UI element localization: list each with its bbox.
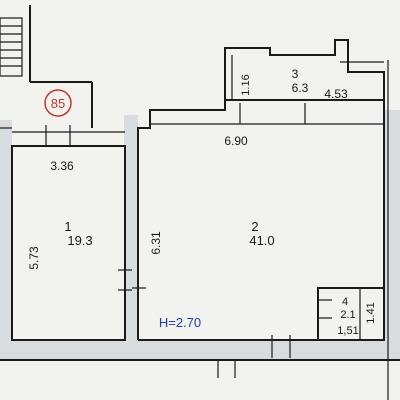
room-2-width-dimension: 6.90 xyxy=(224,134,248,148)
room-4-number: 4 xyxy=(342,296,348,308)
room-3-depth-dimension: 1.16 xyxy=(240,74,252,95)
staircase xyxy=(0,5,93,128)
room-4-width-dimension: 1,51 xyxy=(337,325,358,337)
room-1-number: 1 xyxy=(64,219,71,234)
room-2-depth-dimension: 6.31 xyxy=(149,231,163,255)
room-4 xyxy=(317,287,385,341)
room-1-width-dimension: 3.36 xyxy=(50,159,74,173)
room-2-area: 41.0 xyxy=(249,233,274,248)
room-1-depth-dimension: 5.73 xyxy=(27,246,41,270)
room-4-area: 2.1 xyxy=(340,309,355,321)
building-marker: 85 xyxy=(44,89,72,117)
outer-wall xyxy=(0,60,400,400)
room-3 xyxy=(224,39,385,100)
ceiling-height-label: H=2.70 xyxy=(159,315,201,330)
room-3-width-dimension: 4.53 xyxy=(324,87,348,101)
building-marker-label: 85 xyxy=(51,96,65,111)
room-2-number: 2 xyxy=(251,219,258,234)
room-1-area: 19.3 xyxy=(67,233,92,248)
room-3-number: 3 xyxy=(292,67,299,81)
room-4-depth-dimension: 1.41 xyxy=(365,302,377,323)
room-1 xyxy=(11,125,132,341)
room-3-area: 6.3 xyxy=(292,81,309,95)
